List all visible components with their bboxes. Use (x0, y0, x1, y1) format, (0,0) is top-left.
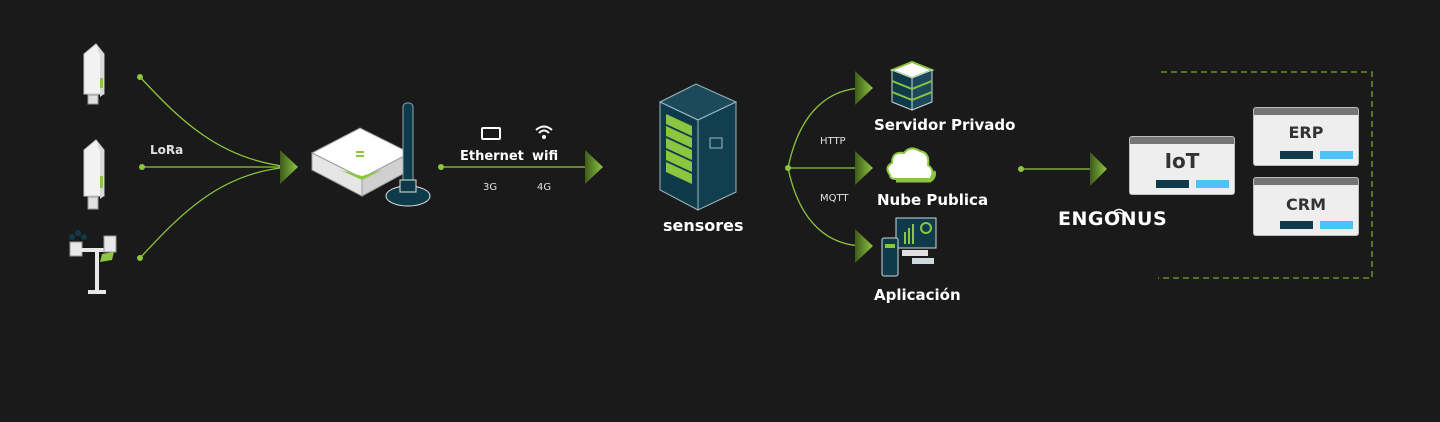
server-rack-icon (658, 83, 738, 211)
iot-card-title: IoT (1164, 149, 1200, 173)
server-rack (658, 82, 740, 216)
card-indicator-dark (1280, 151, 1313, 159)
card-indicator-dark (1280, 221, 1313, 229)
wifi-icon (534, 124, 554, 144)
server-links (785, 71, 873, 263)
sensor-device-1 (78, 42, 108, 111)
gateway-link (438, 150, 603, 184)
private-server-label: Servidor Privado (874, 116, 1016, 134)
card-indicator-light (1196, 180, 1229, 188)
mqtt-label: MQTT (820, 193, 849, 204)
ethernet-icon (481, 127, 501, 140)
http-label: HTTP (820, 136, 846, 147)
sensor-device-icon (83, 43, 105, 105)
card-titlebar (1254, 108, 1358, 115)
weather-station-icon (69, 230, 117, 294)
arrow-icon (1090, 152, 1107, 186)
gateway (310, 98, 435, 217)
arrow-icon (585, 150, 603, 184)
erp-card: ERP (1254, 108, 1358, 165)
arrow-icon (855, 71, 873, 105)
weather-station (66, 228, 121, 302)
public-cloud-label: Nube Publica (877, 191, 989, 209)
lora-label: LoRa (150, 139, 183, 158)
lora-text: LoRa (150, 143, 184, 157)
gateway-router-icon (310, 102, 431, 207)
brand-text: ENGONUS (1058, 208, 1168, 230)
enterprise-boundary (1158, 71, 1373, 279)
card-indicator-light (1320, 221, 1353, 229)
wifi-signal-icon (1113, 201, 1125, 220)
iot-link (1018, 152, 1107, 186)
sensor-links (137, 74, 298, 261)
card-titlebar (1130, 137, 1234, 144)
server-label: sensores (663, 216, 744, 235)
3g-label: 3G (483, 182, 498, 193)
server-stack-icon (889, 60, 935, 111)
engonus-logo: ENGONUS (1058, 208, 1167, 230)
4g-label: 4G (537, 182, 552, 193)
wifi-label: wifi (532, 149, 559, 164)
erp-card-title: ERP (1288, 123, 1324, 142)
arrow-icon (855, 151, 873, 185)
crm-card: CRM (1254, 178, 1358, 235)
crm-card-title: CRM (1286, 195, 1326, 214)
sensor-device-2 (78, 138, 108, 217)
arrow-icon (280, 150, 298, 184)
arrow-icon (855, 229, 873, 263)
public-cloud (882, 145, 937, 194)
application (880, 214, 940, 284)
cloud-icon (886, 147, 936, 183)
card-indicator-dark (1156, 180, 1189, 188)
sensor-device-icon (83, 139, 105, 210)
application-label: Aplicación (874, 286, 961, 304)
devices-icon (881, 217, 937, 277)
card-indicator-light (1320, 151, 1353, 159)
card-titlebar (1254, 178, 1358, 185)
private-server (889, 60, 935, 116)
iot-card: IoT (1130, 137, 1234, 194)
ethernet-label: Ethernet (460, 149, 524, 164)
